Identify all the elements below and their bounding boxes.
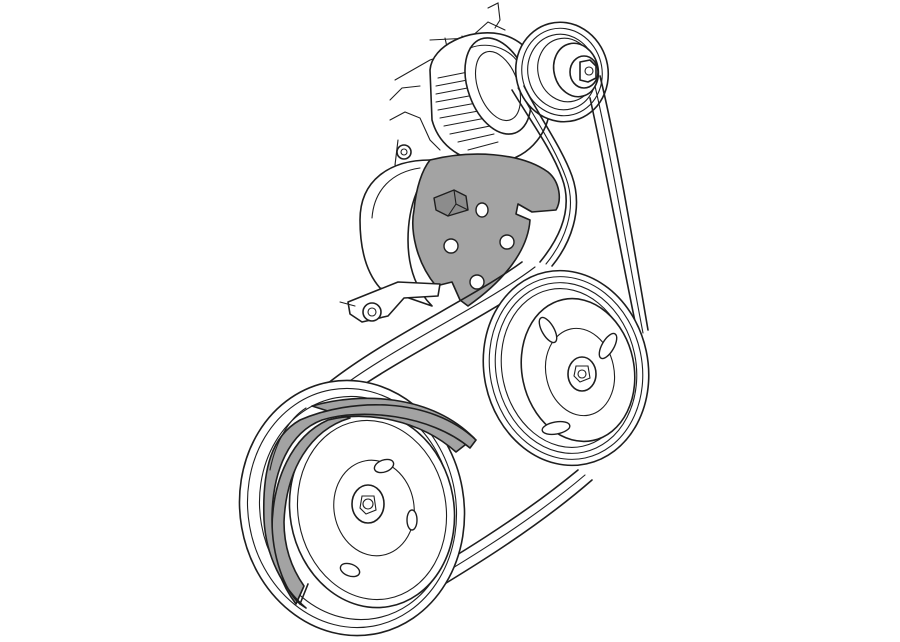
water-pump-pulley [482, 269, 650, 467]
cover-bracket [339, 281, 441, 323]
alternator-pulley [514, 21, 610, 123]
upper-timing-cover [359, 153, 561, 307]
lower-timing-cover [262, 397, 477, 609]
